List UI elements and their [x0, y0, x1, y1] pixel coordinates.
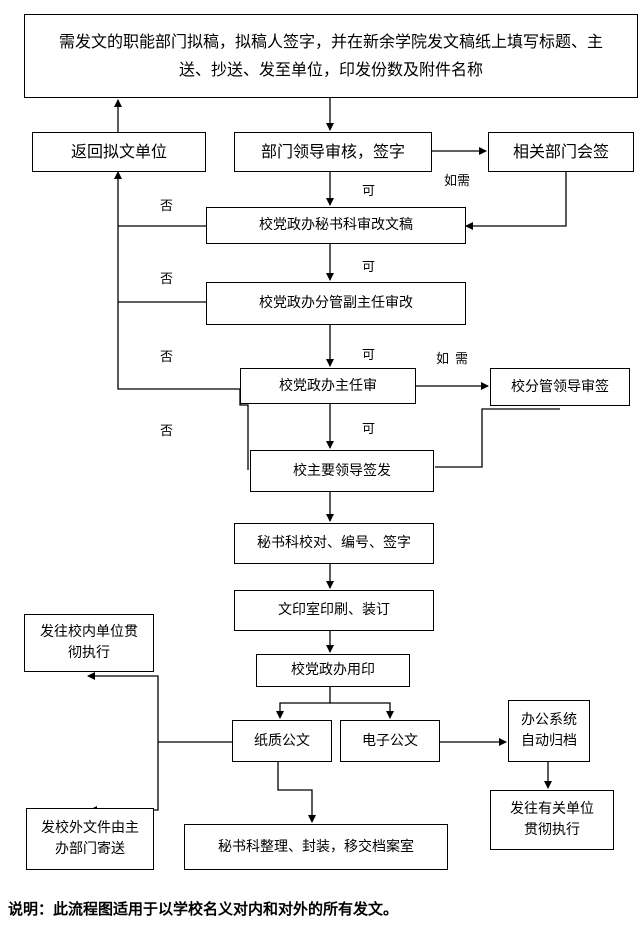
label-no-1: 否: [160, 199, 174, 214]
paper-doc-box: 纸质公文: [232, 720, 332, 762]
dept-review-box: 部门领导审核，签字: [234, 132, 432, 172]
label-no-3: 否: [160, 350, 174, 365]
external-dist-box: 发校外文件由主办部门寄送: [26, 808, 154, 870]
draft-box: 需发文的职能部门拟稿，拟稿人签字，并在新余学院发文稿纸上填写标题、主送、抄送、发…: [24, 14, 638, 98]
label-no-4: 否: [160, 424, 174, 439]
leader-sign-box: 校分管领导审签: [490, 368, 630, 406]
line-cosign-to-secretary: [465, 172, 567, 230]
label-yes-4: 可: [362, 422, 376, 437]
arrow-paper-to-archive: [277, 762, 316, 823]
archive-box: 秘书科整理、封装，移交档案室: [184, 824, 448, 870]
proofread-box: 秘书科校对、编号、签字: [234, 523, 434, 564]
label-yes-1: 可: [362, 184, 376, 199]
footnote: 说明：此流程图适用于以学校名义对内和对外的所有发文。: [8, 900, 399, 918]
related-units-box: 发往有关单位贯彻执行: [490, 790, 614, 850]
stamp-box: 校党政办用印: [256, 654, 410, 687]
deputy-review-box: 校党政办分管副主任审改: [206, 282, 466, 325]
auto-archive-box: 办公系统自动归档: [508, 700, 590, 762]
label-no-2: 否: [160, 272, 174, 287]
line-stamp-split-right: [330, 702, 394, 719]
electronic-doc-box: 电子公文: [340, 720, 440, 762]
line-stamp-split: [276, 687, 331, 719]
printing-box: 文印室印刷、装订: [234, 590, 434, 631]
main-leader-box: 校主要领导签发: [250, 450, 434, 492]
label-yes-3: 可: [362, 348, 376, 363]
line-return-loop: [114, 171, 240, 390]
internal-dist-box: 发往校内单位贯彻执行: [24, 614, 154, 672]
label-if-needed-1: 如需: [444, 174, 471, 189]
label-if-needed-2: 如需: [436, 352, 475, 367]
arrow-to-internal: [87, 672, 159, 742]
label-yes-2: 可: [362, 260, 376, 275]
cosign-box: 相关部门会签: [488, 132, 634, 172]
return-unit-box: 返回拟文单位: [32, 132, 206, 172]
line-leader-to-main: [435, 408, 560, 468]
secretary-review-box: 校党政办秘书科审改文稿: [206, 207, 466, 244]
director-review-box: 校党政办主任审: [240, 368, 416, 404]
arrow-to-external: [89, 742, 159, 814]
